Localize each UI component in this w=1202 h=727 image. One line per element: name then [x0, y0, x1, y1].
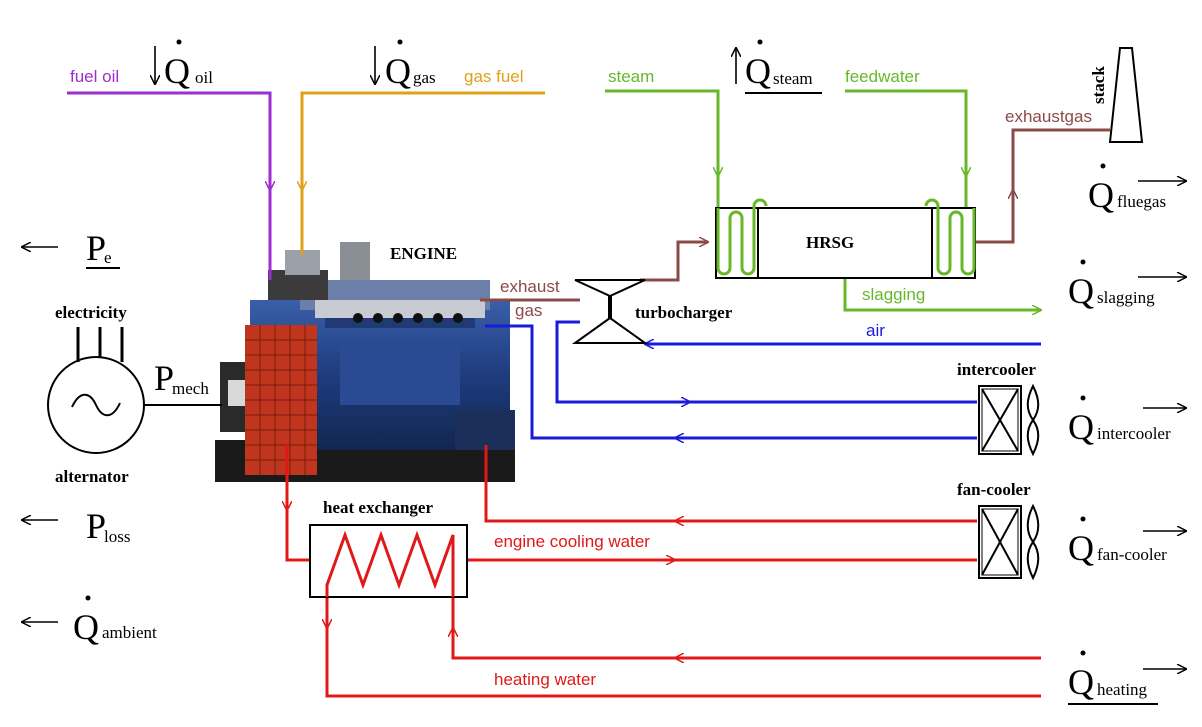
exhaust-label: exhaust — [500, 277, 560, 296]
fan-icon — [1026, 383, 1040, 457]
q-fan-cooler-sub: fan-cooler — [1097, 545, 1167, 564]
engine-label: ENGINE — [390, 244, 457, 263]
q-oil-sub: oil — [195, 68, 213, 87]
p-loss-symbol: P — [86, 506, 106, 546]
crossed-box-icon — [978, 385, 1022, 455]
exhaustgas-label: exhaustgas — [1005, 107, 1092, 126]
alternator-icon — [47, 327, 222, 454]
heat-exchanger-label: heat exchanger — [323, 498, 433, 517]
turbocharger-label: turbocharger — [635, 303, 733, 322]
q-ambient-symbol: Q — [73, 607, 99, 647]
q-fan-cooler-symbol: Q — [1068, 528, 1094, 568]
crossed-box-icon — [978, 505, 1022, 579]
q-fluegas-sub: fluegas — [1117, 192, 1166, 211]
feedwater-label: feedwater — [845, 67, 920, 86]
fan-icon — [1026, 503, 1040, 581]
stack-icon — [1108, 47, 1144, 143]
slagging-label: slagging — [862, 285, 925, 304]
q-steam-sub: steam — [773, 69, 813, 88]
heating-water-label: heating water — [494, 670, 596, 689]
coil-icon — [716, 198, 768, 276]
hrsg-label: HRSG — [806, 233, 854, 252]
p-e-sub: e — [104, 248, 112, 267]
gas-label: gas — [515, 301, 542, 320]
electricity-label: electricity — [55, 303, 127, 322]
turbocharger-icon — [571, 279, 649, 344]
steam-label: steam — [608, 67, 654, 86]
gas-fuel-label: gas fuel — [464, 67, 524, 86]
engine-cooling-water-label: engine cooling water — [494, 532, 650, 551]
q-oil-symbol: Q — [164, 51, 190, 91]
intercooler-label: intercooler — [957, 360, 1036, 379]
stack-label: stack — [1089, 66, 1108, 104]
q-intercooler-sub: intercooler — [1097, 424, 1171, 443]
fuel-oil-label: fuel oil — [70, 67, 119, 86]
p-mech-sub: mech — [172, 379, 209, 398]
alternator-label: alternator — [55, 467, 129, 486]
q-ambient-sub: ambient — [102, 623, 157, 642]
q-heating-symbol: Q — [1068, 662, 1094, 702]
p-loss-sub: loss — [104, 527, 130, 546]
p-e-symbol: P — [86, 228, 106, 268]
q-slagging-sub: slagging — [1097, 288, 1155, 307]
air-label: air — [866, 321, 885, 340]
coil-icon — [924, 198, 976, 276]
p-mech-symbol: P — [154, 358, 174, 398]
q-gas-sub: gas — [413, 68, 436, 87]
q-gas-symbol: Q — [385, 51, 411, 91]
engine-image — [215, 242, 515, 482]
q-heating-sub: heating — [1097, 680, 1148, 699]
q-fluegas-symbol: Q — [1088, 175, 1114, 215]
coil-icon — [325, 530, 455, 597]
q-steam-symbol: Q — [745, 51, 771, 91]
fan-cooler-label: fan-cooler — [957, 480, 1031, 499]
q-slagging-symbol: Q — [1068, 271, 1094, 311]
q-intercooler-symbol: Q — [1068, 407, 1094, 447]
